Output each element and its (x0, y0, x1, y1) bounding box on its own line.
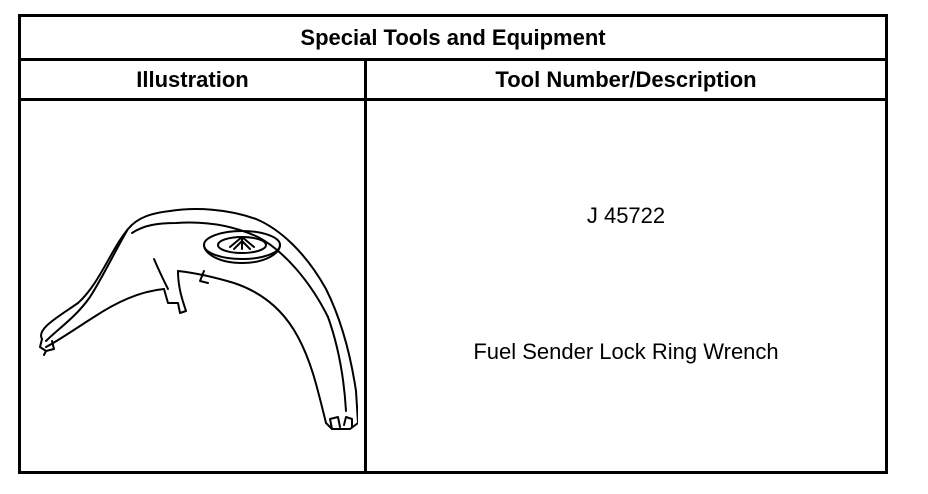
tool-number: J 45722 (586, 203, 666, 228)
table-title-row: Special Tools and Equipment (18, 14, 888, 61)
table-title: Special Tools and Equipment (18, 14, 888, 61)
description-cell: J 45722 Fuel Sender Lock Ring Wrench (364, 98, 888, 474)
lock-ring-wrench-icon (38, 208, 358, 430)
tool-description: Fuel Sender Lock Ring Wrench (473, 339, 779, 364)
illustration-cell (18, 98, 367, 474)
special-tools-table: Special Tools and Equipment Illustration… (18, 14, 888, 474)
table-header-row: Illustration Tool Number/Description (18, 58, 888, 101)
description-header: Tool Number/Description (364, 58, 888, 101)
illustration-header: Illustration (18, 58, 367, 101)
table-row: J 45722 Fuel Sender Lock Ring Wrench (18, 98, 888, 474)
